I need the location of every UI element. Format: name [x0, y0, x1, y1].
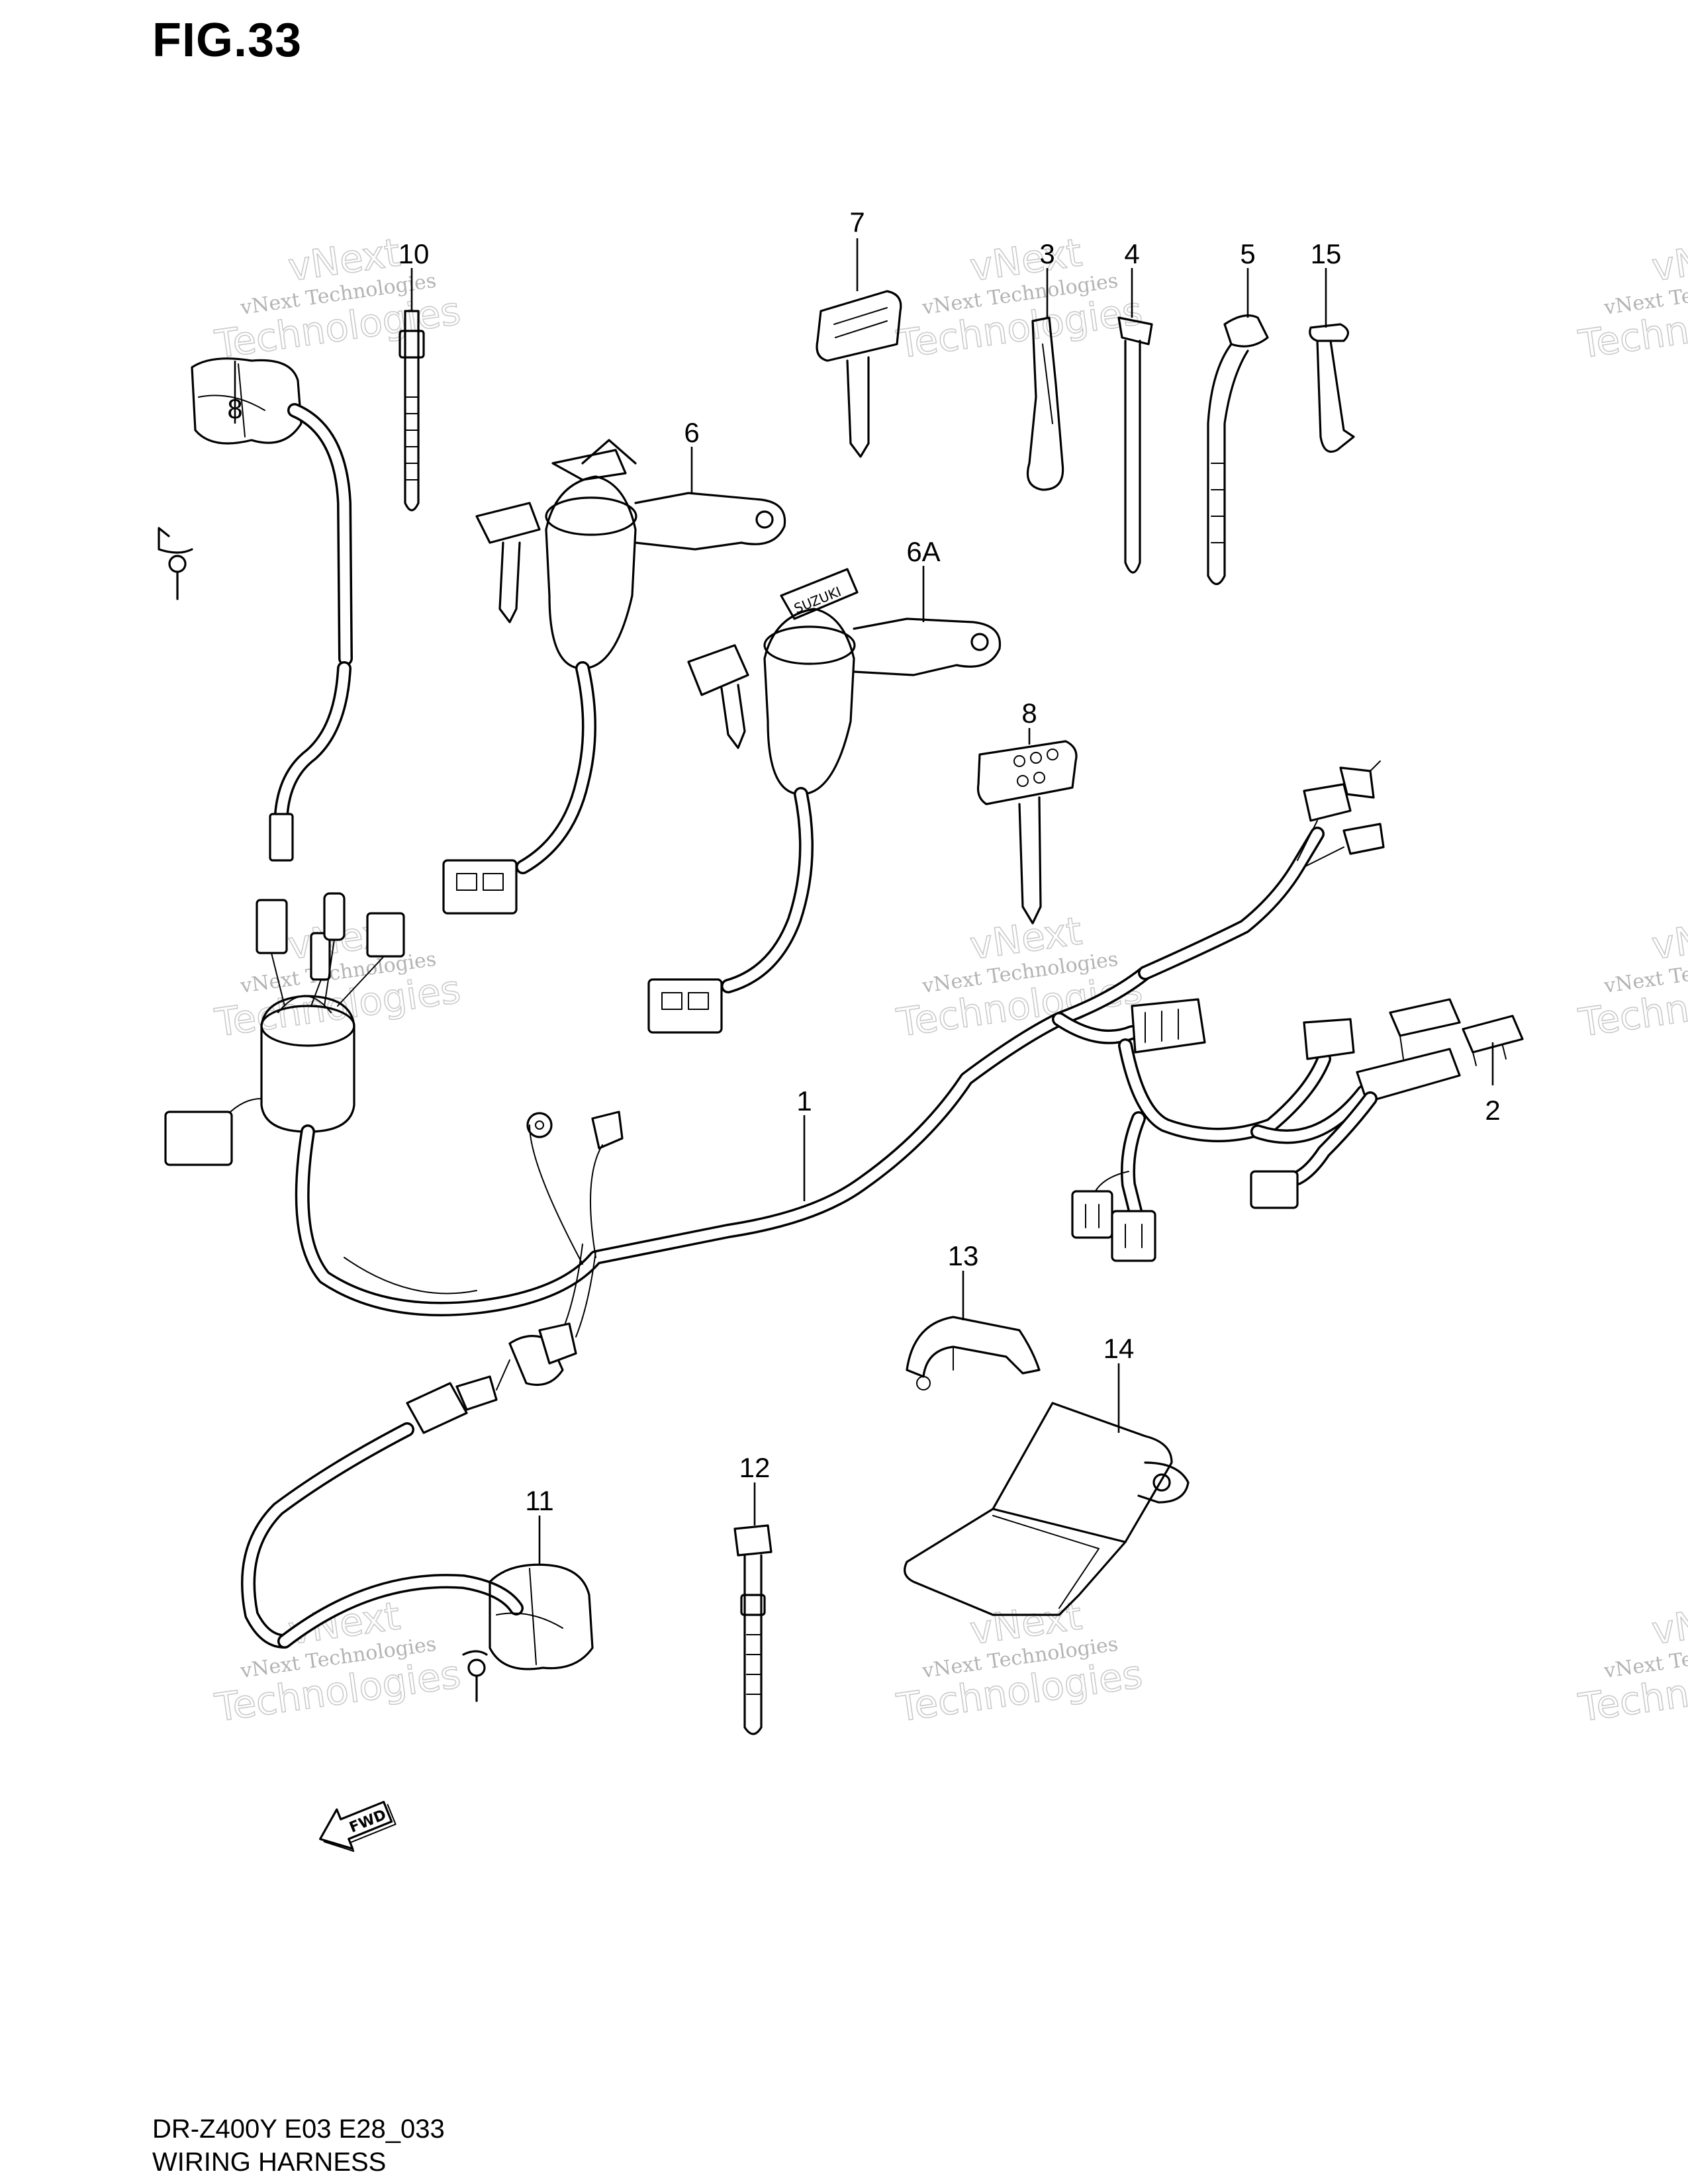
part-2-fuse	[1462, 1015, 1524, 1066]
callout-15: 15	[1311, 238, 1342, 269]
callout-6: 6	[684, 417, 699, 448]
callout-7: 7	[849, 206, 865, 238]
model-code: DR-Z400Y E03 E28_033	[152, 2115, 445, 2144]
watermark-text: vNext	[1649, 1593, 1688, 1653]
part-5-tie-mount	[1207, 314, 1269, 586]
watermark-top-mid: vNext vNext Technologies Technologies	[893, 229, 1145, 367]
callout-6a: 6A	[906, 536, 940, 567]
callout-12: 12	[739, 1452, 771, 1483]
part-15-clip	[1309, 323, 1355, 453]
watermark-text: vNext	[1649, 908, 1688, 968]
figure-subtitle: WIRING HARNESS	[152, 2148, 387, 2177]
watermark-low-mid: vNext vNext Technologies Technologies	[893, 1592, 1145, 1731]
watermark-low-right: vNext vNext Technologies Technologies	[1575, 1592, 1688, 1731]
forward-arrow: FWD	[319, 1801, 397, 1852]
callout-numbers: 10 8 6 6A 7 3 4 5 15 8 1 2 13 14 12 11	[227, 206, 1500, 1516]
part-6-ignition-switch	[442, 439, 786, 915]
part-12-cable-tie	[733, 1524, 773, 1735]
callout-13: 13	[948, 1240, 979, 1271]
watermark-top-right: vNext vNext Technologies Technologies	[1575, 229, 1688, 367]
watermark-mid-right: vNext vNext Technologies Technologies	[1575, 907, 1688, 1046]
callout-9: 8	[227, 393, 242, 424]
callout-3: 3	[1039, 238, 1055, 269]
part-10-cable-tie	[399, 310, 425, 512]
part-4-cable-tie	[1117, 316, 1153, 574]
part-3-clamp	[1026, 316, 1064, 491]
figure-title: FIG.33	[152, 14, 303, 67]
part-8-key	[976, 740, 1078, 925]
part-14-bracket	[904, 1402, 1190, 1616]
callout-10: 10	[399, 238, 430, 269]
callout-2: 2	[1485, 1095, 1500, 1126]
callout-14: 14	[1103, 1333, 1135, 1364]
part-1-main-harness	[164, 760, 1461, 1649]
watermark-group: vNext vNext Technologies Technologies vN…	[211, 229, 1688, 1731]
callout-4: 4	[1124, 238, 1139, 269]
part-6a-ignition-switch: SUZUKI	[647, 568, 1002, 1034]
callout-11: 11	[525, 1485, 554, 1516]
part-11-sensor	[277, 1563, 594, 1702]
part-9-sensor	[158, 357, 353, 862]
watermark-text: vNext	[1649, 230, 1688, 290]
watermark-mid-mid: vNext vNext Technologies Technologies	[893, 907, 1145, 1046]
part-7-key	[816, 290, 902, 458]
callout-8: 8	[1021, 698, 1037, 729]
callout-5: 5	[1240, 238, 1255, 269]
leader-lines	[234, 238, 1494, 1565]
callout-1: 1	[796, 1085, 812, 1116]
part-13-cover	[906, 1316, 1041, 1390]
